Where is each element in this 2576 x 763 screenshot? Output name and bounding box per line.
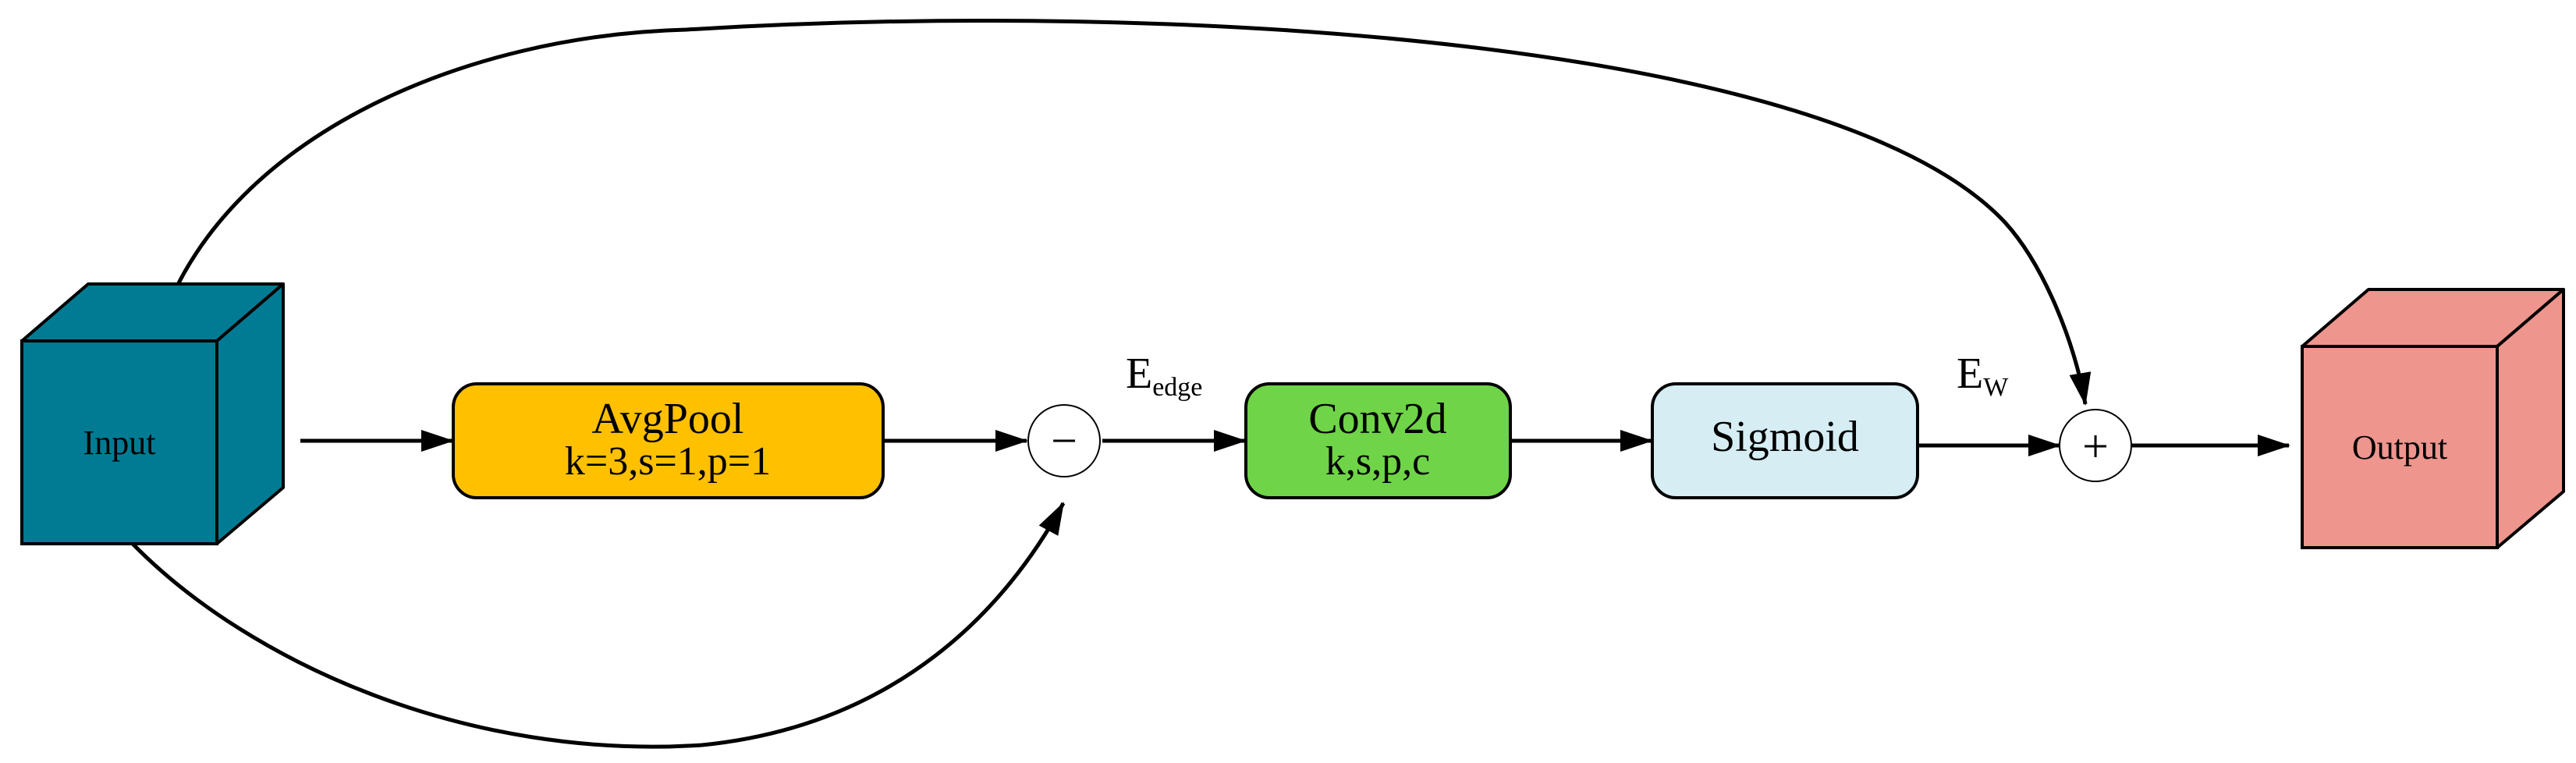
edge-label-e-w-main: E: [1957, 350, 1983, 398]
edge-label-e-edge-sub: edge: [1152, 373, 1202, 402]
sigmoid-node: Sigmoid: [1651, 382, 1919, 499]
skip-arrow-input-to-add: [161, 19, 2092, 406]
conv2d-box: [1244, 382, 1512, 499]
subtract-circle: [1027, 404, 1101, 477]
add-circle: [2059, 409, 2132, 482]
input-cube: Input: [20, 282, 285, 545]
conv2d-node: Conv2d k,s,p,c: [1244, 382, 1512, 499]
subtract-node: −: [1027, 404, 1101, 477]
avgpool-title: AvgPool: [592, 395, 744, 443]
sigmoid-title: Sigmoid: [1711, 413, 1859, 461]
edge-label-e-w: EW: [1957, 350, 2009, 402]
avgpool-params: k=3,s=1,p=1: [565, 439, 771, 484]
edge-label-e-edge-main: E: [1126, 350, 1152, 398]
conv2d-params: k,s,p,c: [1325, 439, 1430, 484]
output-cube-front: [2301, 345, 2499, 549]
arrow-input-to-subtract: [131, 502, 1066, 749]
output-label: Output: [2352, 428, 2447, 467]
add-node: +: [2059, 409, 2132, 482]
input-label: Input: [83, 424, 156, 462]
avgpool-box: [452, 382, 885, 499]
subtract-symbol: −: [1051, 415, 1077, 467]
avgpool-node: AvgPool k=3,s=1,p=1: [452, 382, 885, 499]
edge-label-e-w-sub: W: [1983, 373, 2009, 402]
edge-label-e-edge: Eedge: [1126, 350, 1202, 402]
sigmoid-box: [1651, 382, 1919, 499]
output-cube: Output: [2301, 288, 2565, 549]
add-symbol: +: [2082, 421, 2109, 472]
input-cube-front: [20, 339, 218, 545]
conv2d-title: Conv2d: [1308, 395, 1446, 443]
